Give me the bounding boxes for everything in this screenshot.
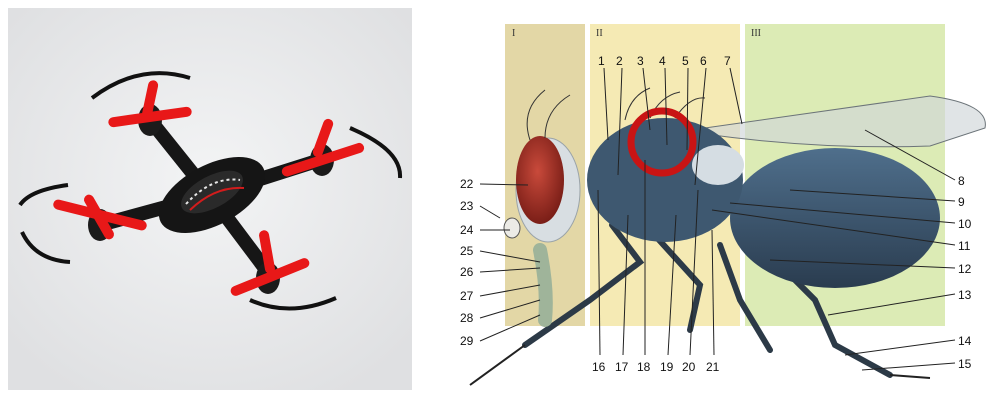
fly-diagram: I II III	[460, 24, 985, 385]
callout-27: 27	[460, 289, 474, 303]
drone-photo	[8, 8, 412, 390]
callout-6: 6	[700, 54, 707, 68]
callout-19: 19	[660, 360, 674, 374]
fly-abdomen	[730, 148, 940, 288]
callout-4: 4	[659, 54, 666, 68]
callout-29: 29	[460, 334, 474, 348]
callout-24: 24	[460, 223, 474, 237]
callout-17: 17	[615, 360, 629, 374]
callout-16: 16	[592, 360, 606, 374]
fly-scutellum	[692, 145, 744, 185]
callout-20: 20	[682, 360, 696, 374]
callout-22: 22	[460, 177, 474, 191]
callout-15: 15	[958, 357, 972, 371]
callout-18: 18	[637, 360, 651, 374]
callout-9: 9	[958, 195, 965, 209]
callout-21: 21	[706, 360, 720, 374]
region-label-ii: II	[596, 28, 603, 39]
callout-13: 13	[958, 288, 972, 302]
callout-25: 25	[460, 244, 474, 258]
callout-10: 10	[958, 217, 972, 231]
fly-tarsi	[470, 345, 930, 385]
callout-12: 12	[958, 262, 972, 276]
fly-antenna	[504, 218, 520, 238]
callout-26: 26	[460, 265, 474, 279]
callout-5: 5	[682, 54, 689, 68]
callout-1: 1	[598, 54, 605, 68]
fly-compound-eye	[516, 136, 564, 224]
callout-8: 8	[958, 174, 965, 188]
callout-23: 23	[460, 199, 474, 213]
callout-28: 28	[460, 311, 474, 325]
callout-11: 11	[958, 239, 971, 253]
callout-14: 14	[958, 334, 972, 348]
callout-2: 2	[616, 54, 623, 68]
region-label-i: I	[512, 28, 515, 39]
fly-mouthparts	[540, 250, 546, 320]
callout-7: 7	[724, 54, 731, 68]
region-label-iii: III	[751, 28, 761, 39]
callout-3: 3	[637, 54, 644, 68]
